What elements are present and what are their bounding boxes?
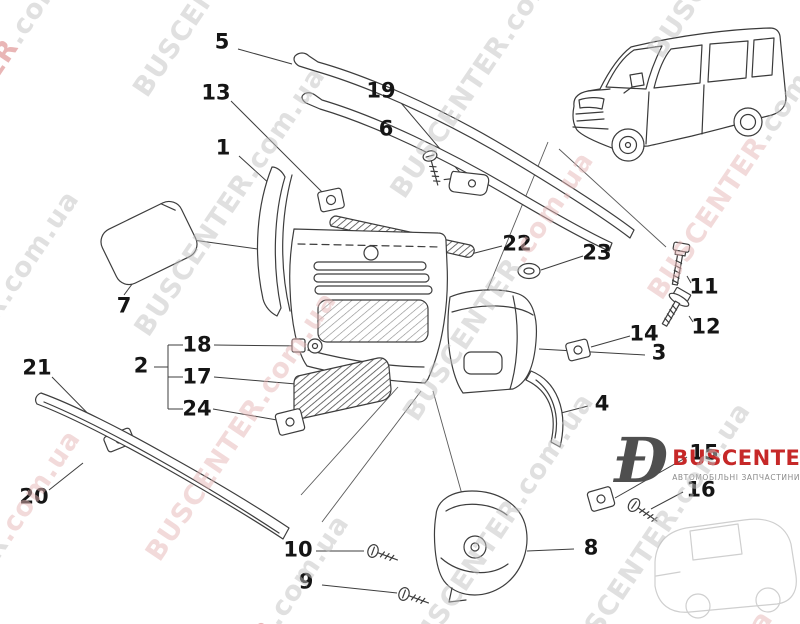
part-screw-16 — [627, 497, 658, 522]
zone-lines — [300, 141, 667, 523]
callout-18: 18 — [182, 332, 212, 357]
part-screw-9 — [398, 587, 430, 604]
callout-13: 13 — [201, 80, 231, 105]
part-bolt-12 — [661, 286, 692, 327]
part-lower-spoiler — [35, 392, 290, 540]
part-bolt-11 — [671, 241, 691, 286]
van-illustration — [572, 27, 787, 162]
callout-6: 6 — [378, 116, 394, 141]
part-towhook-cover — [100, 200, 198, 286]
callout-10: 10 — [283, 537, 313, 562]
part-clip-14 — [565, 338, 591, 362]
callout-23: 23 — [582, 240, 612, 265]
callout-7: 7 — [116, 293, 132, 318]
callout-15: 15 — [689, 440, 719, 465]
part-corner-moulding-left — [256, 166, 293, 317]
callout-1: 1 — [215, 135, 231, 160]
part-lower-grille — [293, 357, 392, 419]
callout-12: 12 — [691, 314, 721, 339]
logo-text-block: BUSCENTER АВТОМОБІЛЬНІ ЗАПЧАСТИНИ — [672, 446, 800, 483]
part-foglamp-bracket — [433, 490, 528, 603]
callout-19: 19 — [366, 78, 396, 103]
callout-14: 14 — [629, 321, 659, 346]
callout-4: 4 — [594, 391, 610, 416]
callout-5: 5 — [214, 29, 230, 54]
callout-8: 8 — [583, 535, 599, 560]
part-clip-13 — [317, 187, 345, 213]
callout-2: 2 — [133, 353, 149, 378]
part-screw-6 — [422, 150, 441, 186]
part-clip-15 — [586, 486, 616, 512]
part-lower-moulding — [301, 92, 613, 252]
callout-16: 16 — [686, 477, 716, 502]
part-upper-moulding — [293, 52, 635, 239]
part-bracket-19 — [443, 170, 490, 196]
callout-22: 22 — [502, 231, 532, 256]
buscenter-logo: Đ BUSCENTER АВТОМОБІЛЬНІ ЗАПЧАСТИНИ — [614, 424, 800, 497]
callout-11: 11 — [689, 274, 719, 299]
callout-24: 24 — [182, 396, 212, 421]
part-corner-bumper-right — [447, 289, 538, 394]
callout-20: 20 — [19, 484, 49, 509]
callout-3: 3 — [651, 340, 667, 365]
van-sketch-faint — [654, 518, 797, 619]
part-screw-10 — [367, 544, 399, 561]
callout-17: 17 — [182, 364, 212, 389]
callout-21: 21 — [22, 355, 52, 380]
part-bracket-24 — [274, 408, 306, 436]
logo-tagline: АВТОМОБІЛЬНІ ЗАПЧАСТИНИ — [672, 473, 800, 482]
logo-name: BUSCENTER — [672, 446, 800, 470]
part-wheelarch-trim — [525, 370, 564, 448]
callout-9: 9 — [298, 569, 314, 594]
part-emblem-18 — [291, 338, 323, 354]
leader-lines — [48, 48, 694, 594]
part-grommet-23 — [517, 262, 541, 280]
logo-d-mark-icon: Đ — [614, 424, 669, 497]
